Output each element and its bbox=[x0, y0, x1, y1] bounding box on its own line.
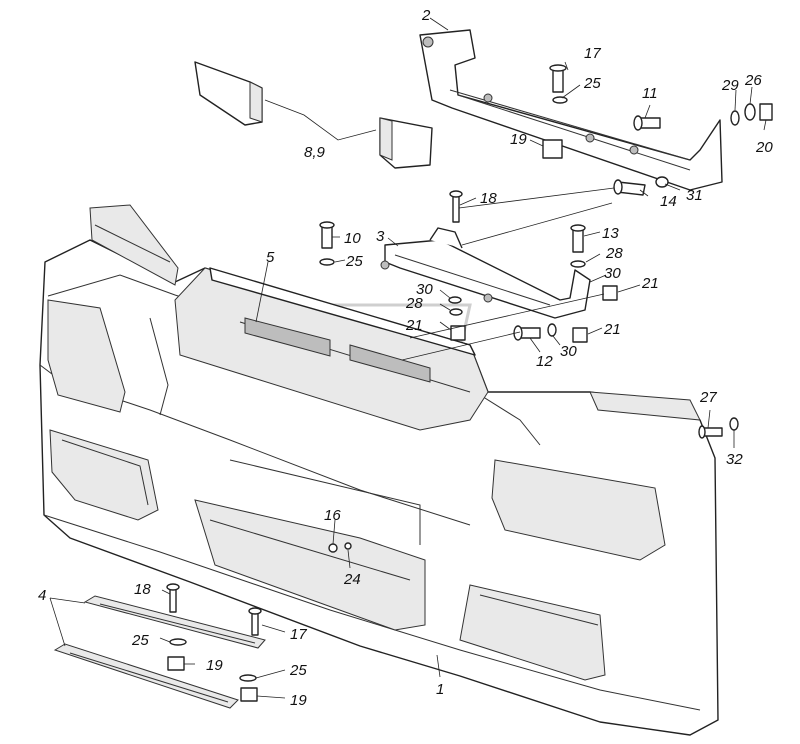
callout-25-top: 25 bbox=[583, 75, 601, 92]
callout-18-top: 18 bbox=[480, 190, 497, 207]
callout-19-top: 19 bbox=[510, 131, 527, 148]
callout-5: 5 bbox=[266, 249, 275, 266]
callout-30-left: 30 bbox=[416, 281, 433, 298]
callout-1: 1 bbox=[436, 681, 444, 698]
callout-21-right: 21 bbox=[603, 321, 621, 338]
callout-32: 32 bbox=[726, 451, 743, 468]
bumper-body bbox=[39, 204, 719, 736]
end-caps-parts-8-9 bbox=[194, 61, 433, 169]
callout-31: 31 bbox=[686, 187, 703, 204]
callout-14: 14 bbox=[660, 193, 677, 210]
callout-25-lower-right: 25 bbox=[289, 662, 307, 679]
callout-21-left: 21 bbox=[405, 317, 423, 334]
callout-20: 20 bbox=[755, 139, 773, 156]
fasteners bbox=[166, 64, 773, 702]
callout-24: 24 bbox=[343, 571, 361, 588]
callout-2: 2 bbox=[421, 7, 431, 24]
callout-30-right: 30 bbox=[604, 265, 621, 282]
callout-labels: 1 2 3 4 5 8,9 10 11 12 13 14 16 17 17 18… bbox=[38, 7, 773, 709]
grille-trim-part-5 bbox=[209, 267, 476, 356]
callout-29: 29 bbox=[721, 77, 739, 94]
callout-16: 16 bbox=[324, 507, 341, 524]
callout-26: 26 bbox=[744, 72, 762, 89]
callout-25-mid: 25 bbox=[345, 253, 363, 270]
callout-21-upper: 21 bbox=[641, 275, 659, 292]
lower-plates-part-4 bbox=[53, 595, 266, 709]
callout-19-mid: 19 bbox=[206, 657, 223, 674]
callout-18-bottom: 18 bbox=[134, 581, 151, 598]
callout-17-bottom: 17 bbox=[290, 626, 307, 643]
callout-3: 3 bbox=[376, 228, 385, 245]
middle-bracket-part-3 bbox=[380, 227, 591, 319]
leader-lines bbox=[49, 17, 767, 699]
callout-10: 10 bbox=[344, 230, 361, 247]
mounting-bracket-part-2 bbox=[419, 29, 723, 191]
callout-4: 4 bbox=[38, 587, 46, 604]
callout-8-9: 8,9 bbox=[304, 144, 326, 161]
callout-17-top: 17 bbox=[584, 45, 601, 62]
callout-28-right: 28 bbox=[605, 245, 623, 262]
callout-11: 11 bbox=[642, 85, 658, 102]
callout-27: 27 bbox=[699, 389, 717, 406]
callout-30-lower: 30 bbox=[560, 343, 577, 360]
callout-19-bottom: 19 bbox=[290, 692, 307, 709]
callout-13: 13 bbox=[602, 225, 619, 242]
callout-28-left: 28 bbox=[405, 295, 423, 312]
callout-12: 12 bbox=[536, 353, 553, 370]
callout-25-lower-left: 25 bbox=[131, 632, 149, 649]
